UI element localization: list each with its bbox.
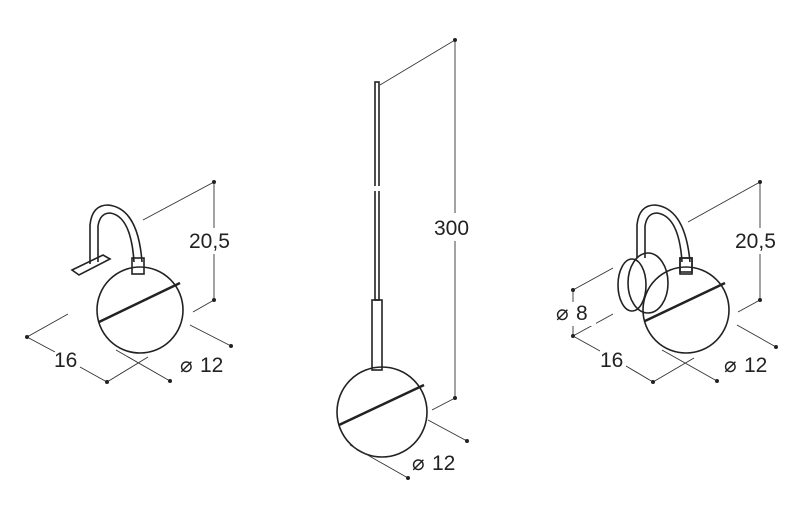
diameter-label: 12 <box>432 452 455 475</box>
depth-dimension <box>26 313 149 383</box>
height-label: 20,5 <box>189 230 230 253</box>
wall-lamp-round-base: 20,5 ⌀ 8 16 ⌀ 12 <box>556 180 789 384</box>
base-diameter-label: 8 <box>576 302 588 325</box>
diameter-dimension <box>115 324 232 382</box>
globe <box>336 366 428 458</box>
depth-label: 16 <box>54 349 77 372</box>
globe-seam <box>98 281 181 324</box>
diameter-dimension <box>349 419 468 479</box>
mounting-bracket <box>70 254 112 276</box>
globe-seam <box>338 383 425 427</box>
lamp-arm <box>89 204 143 264</box>
diameter-label: 12 <box>744 354 767 377</box>
diameter-symbol: ⌀ <box>412 452 425 475</box>
depth-label: 16 <box>600 349 623 372</box>
pendant-tube <box>371 299 383 371</box>
globe <box>642 266 730 354</box>
globe-neck <box>131 257 145 275</box>
diameter-dimension <box>661 324 777 382</box>
globe <box>96 266 184 354</box>
depth-dimension <box>572 335 695 383</box>
height-label: 300 <box>434 217 469 240</box>
wall-base <box>627 252 669 314</box>
wall-lamp-bracket: 20,5 16 ⌀ 12 <box>25 180 242 384</box>
diameter-symbol: ⌀ <box>180 354 193 377</box>
lamp-arm <box>636 204 691 263</box>
height-label: 20,5 <box>735 230 776 253</box>
globe-seam <box>644 281 726 323</box>
diameter-symbol: ⌀ <box>724 354 737 377</box>
wall-base-back <box>617 258 647 312</box>
base-diameter-symbol: ⌀ <box>556 302 569 325</box>
pendant: 300 ⌀ 12 <box>336 38 478 480</box>
diameter-label: 12 <box>200 354 223 377</box>
